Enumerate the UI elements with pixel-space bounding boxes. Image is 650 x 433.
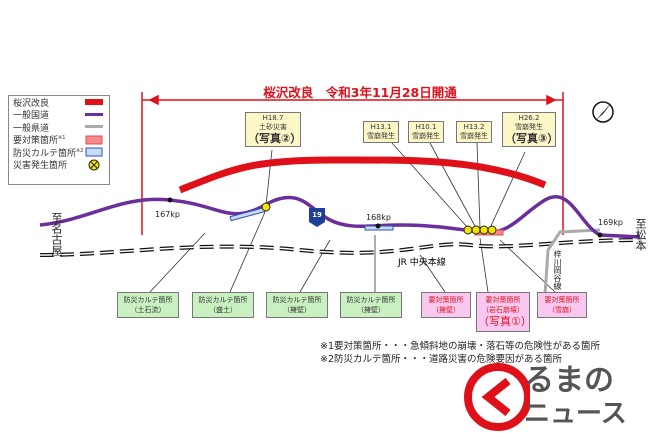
- legend-label: 要対策箇所: [13, 136, 59, 147]
- box-title: 要対策箇所: [544, 296, 580, 304]
- box-sub: （擁壁）: [357, 306, 385, 314]
- footnote-1: ※1要対策箇所・・・急傾斜地の崩壊・落石等の危険性がある箇所: [320, 341, 601, 352]
- compass-icon: [592, 101, 614, 123]
- hazard-box: 防災カルテ箇所 （土石流）: [117, 292, 179, 318]
- box-sub: （擁壁）: [283, 306, 311, 314]
- legend-item: 一般県道: [9, 121, 109, 134]
- box-title: 防災カルテ箇所: [123, 296, 173, 304]
- box-title: 防災カルテ箇所: [272, 296, 322, 304]
- legend-label: 一般県道: [13, 123, 50, 134]
- callout-date: H26.2: [518, 114, 540, 122]
- pink-box-swatch: [85, 135, 103, 145]
- legend-label: 桜沢改良: [13, 98, 50, 109]
- jr-rail: [39, 238, 641, 257]
- legend-label: 災害発生箇所: [13, 161, 68, 172]
- footnote-2: ※2防災カルテ箇所・・・道路災害の危険要因がある箇所: [320, 354, 563, 365]
- callout-photo: （写真②）: [248, 132, 302, 145]
- logo-text: ニュース: [524, 399, 627, 429]
- logo-text: るまの: [524, 363, 614, 398]
- legend-label: 防災カルテ箇所: [13, 148, 77, 159]
- callout-text: 雪崩発生: [367, 132, 395, 140]
- purple-line-swatch: [85, 112, 103, 116]
- box-title: 要対策箇所: [428, 296, 464, 304]
- sakurazawa-bypass: [178, 156, 547, 194]
- logo-mark-icon: [464, 363, 530, 431]
- route-number: 19: [312, 211, 322, 219]
- to-matsumoto-label: 至松本: [634, 218, 647, 251]
- pref-road-label: 梓川岡谷線: [553, 250, 562, 290]
- hazard-box: 要対策箇所 （擁壁）: [421, 292, 471, 318]
- kurumano-news-logo: るまの ニュース: [460, 355, 650, 433]
- route-shield-icon: [309, 208, 325, 227]
- prefectural-road: [543, 228, 601, 296]
- leader-lines: [149, 142, 556, 293]
- legend: 桜沢改良 一般国道 一般県道 要対策箇所※1 防災カルテ箇所※2 災害発生箇所: [8, 95, 110, 185]
- callout-text: 土砂災害: [259, 123, 287, 131]
- to-nagoya-label: 至名古屋: [50, 212, 63, 256]
- legend-item: 一般国道: [9, 109, 109, 122]
- section-bracket: [141, 92, 564, 235]
- hazard-box: 要対策箇所 （岩石崩壊）（写真①）: [476, 292, 532, 332]
- hazard-box: 防災カルテ箇所 （盛土）: [192, 292, 254, 318]
- legend-item: 災害発生箇所: [9, 159, 109, 172]
- callout-date: H10.1: [415, 123, 437, 131]
- box-sub: （擁壁）: [432, 306, 460, 314]
- callout-date: H13.2: [463, 123, 485, 131]
- red-line-swatch: [85, 99, 103, 106]
- kp-markers: [167, 197, 603, 238]
- callout-text: 雪崩発生: [515, 123, 543, 131]
- callout-text: 雪崩発生: [412, 132, 440, 140]
- legend-note: ※1: [58, 135, 66, 142]
- callout-photo: （写真③）: [505, 132, 559, 145]
- project-title: 桜沢改良 令和3年11月28日開通: [263, 85, 457, 100]
- box-sub: （雪崩）: [548, 306, 576, 314]
- legend-item: 防災カルテ箇所※2: [9, 146, 109, 159]
- legend-note: ※2: [76, 147, 84, 154]
- legend-label: 一般国道: [13, 111, 50, 122]
- national-route-19: [39, 195, 641, 239]
- rail-label: JR 中央本線: [398, 258, 446, 268]
- box-sub: （盛土）: [209, 306, 237, 314]
- kp-label: 168kp: [366, 213, 391, 222]
- box-sub: （岩石崩壊）: [482, 306, 524, 314]
- legend-item: 要対策箇所※1: [9, 134, 109, 147]
- box-title: 防災カルテ箇所: [198, 296, 248, 304]
- disaster-markers: [261, 202, 497, 235]
- kp-label: 169kp: [598, 218, 623, 227]
- gray-line-swatch: [85, 125, 103, 129]
- legend-item: 桜沢改良: [9, 96, 109, 109]
- hazard-box: 防災カルテ箇所 （擁壁）: [266, 292, 328, 318]
- callout-date: H18.7: [262, 114, 284, 122]
- box-photo: （写真①）: [478, 315, 532, 328]
- blue-box-swatch: [85, 147, 103, 157]
- callout-date: H13.1: [370, 123, 392, 131]
- box-title: 防災カルテ箇所: [346, 296, 396, 304]
- box-title: 要対策箇所: [485, 296, 521, 304]
- callout-text: 雪崩発生: [460, 132, 488, 140]
- hazard-box: 要対策箇所 （雪崩）: [537, 292, 587, 318]
- disaster-marker-icon: [88, 159, 100, 171]
- box-sub: （土石流）: [130, 306, 166, 314]
- hazard-box: 防災カルテ箇所 （擁壁）: [340, 292, 402, 318]
- kp-label: 167kp: [155, 210, 180, 219]
